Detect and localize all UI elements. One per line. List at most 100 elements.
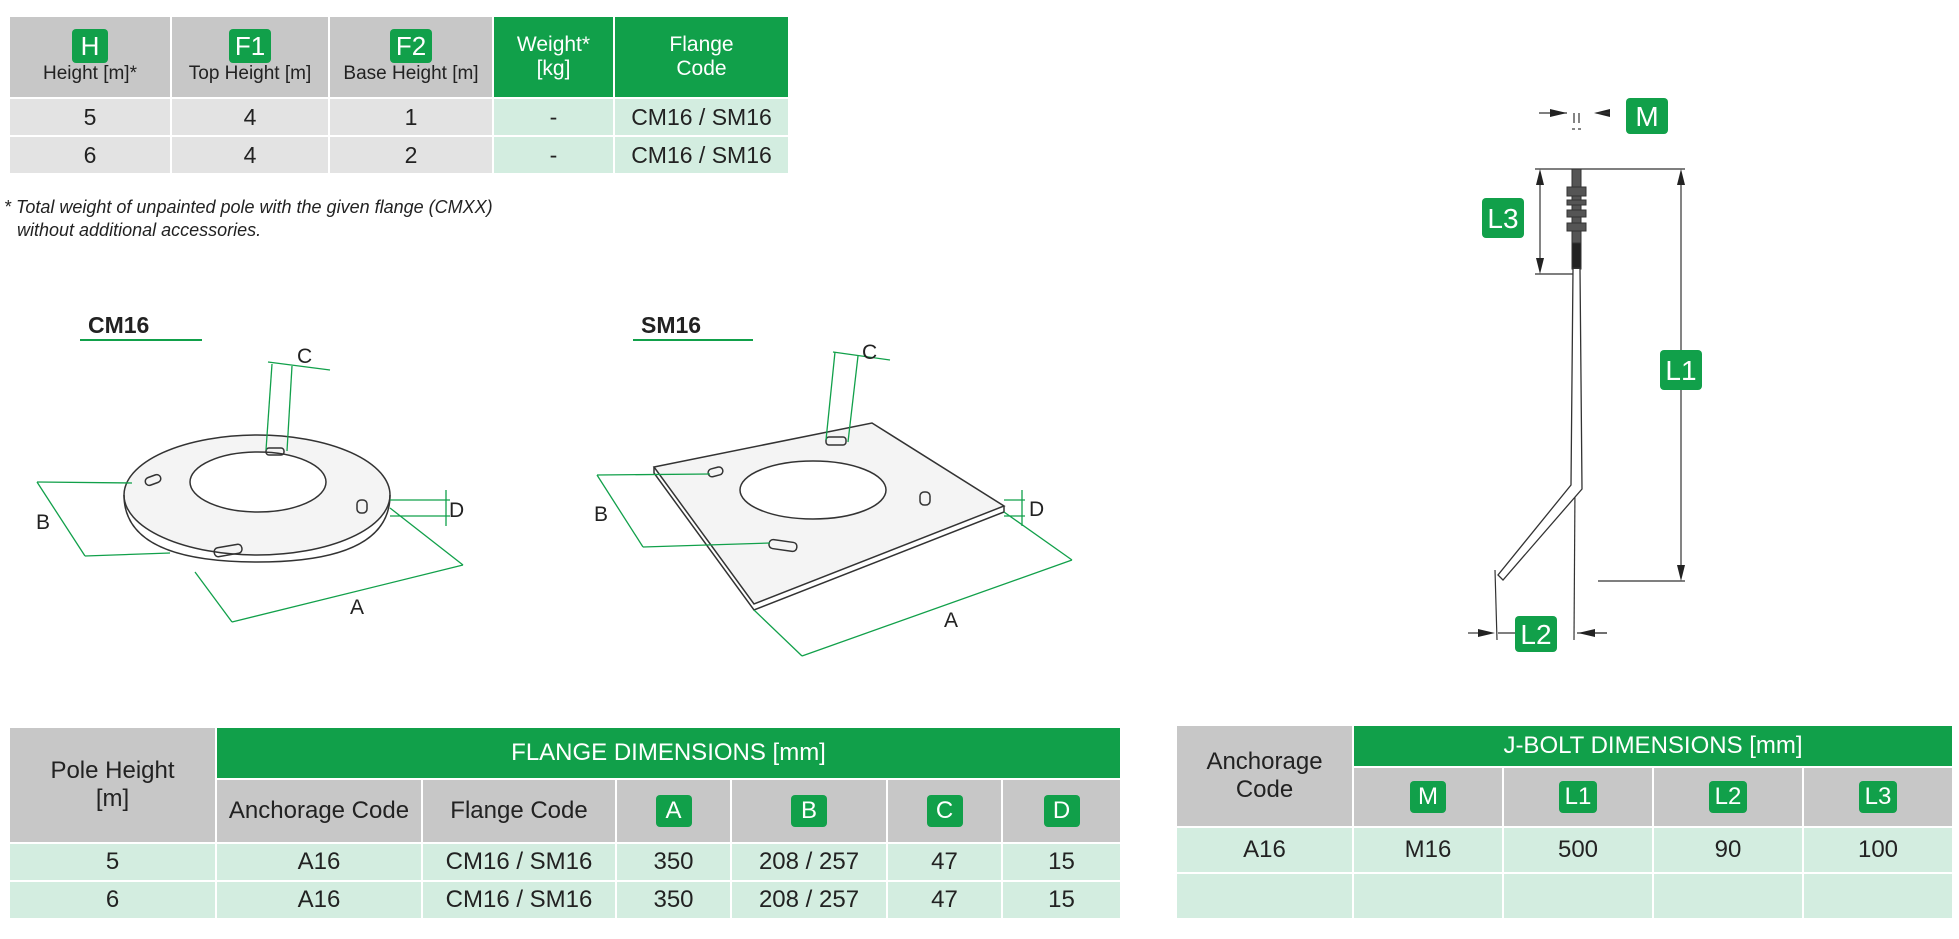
- jbolt-dimensions-table: Anchorage Code J-BOLT DIMENSIONS [mm] M …: [1175, 724, 1955, 920]
- cell: 208 / 257: [730, 880, 888, 920]
- cell: 5: [8, 842, 217, 882]
- header-anchorage-code: Anchorage Code: [1175, 724, 1354, 828]
- table-row: [1175, 872, 1955, 920]
- cell: -: [492, 97, 615, 137]
- sm16-title-underline: [633, 339, 753, 341]
- sm16-flange-drawing: C B D A: [594, 341, 1073, 657]
- cell: 47: [886, 880, 1003, 920]
- cell: 47: [886, 842, 1003, 882]
- header-badge-f2: F2: [389, 29, 433, 63]
- sm16-title: SM16: [641, 312, 702, 338]
- cell: 4: [170, 135, 330, 175]
- header-height-label: Height [m]: [43, 63, 130, 84]
- sm16-label-c: C: [862, 341, 877, 364]
- badge-c: C: [926, 795, 963, 827]
- header-flange-code: Flange Code: [421, 778, 617, 844]
- cell: [1502, 872, 1654, 920]
- header-flange-dimensions: FLANGE DIMENSIONS [mm]: [214, 726, 1123, 780]
- asterisk: *: [129, 63, 137, 84]
- sm16-label-d: D: [1029, 498, 1044, 521]
- cell: CM16 / SM16: [421, 842, 617, 882]
- header-flange-label: Flange: [669, 33, 734, 56]
- header-flange-code: Flange Code: [613, 15, 790, 99]
- header-l1: L1: [1502, 766, 1654, 828]
- table-row: 6 A16 CM16 / SM16 350 208 / 257 47 15: [8, 880, 1123, 920]
- cm16-label-c: C: [297, 345, 312, 368]
- cell: CM16 / SM16: [613, 97, 790, 137]
- cell: 100: [1801, 826, 1955, 874]
- jbolt-label-l1: L1: [1665, 355, 1696, 386]
- jbolt-drawing: M L3 L1 L2: [1468, 98, 1702, 652]
- cell: A16: [215, 880, 423, 920]
- cell: 2: [328, 135, 494, 175]
- badge-m: M: [1410, 781, 1446, 813]
- footnote-line-1: * Total weight of unpainted pole with th…: [4, 197, 493, 217]
- cm16-label-a: A: [350, 596, 364, 619]
- cell: 4: [170, 97, 330, 137]
- header-pole-height: Pole Height [m]: [8, 726, 217, 844]
- cell: 6: [8, 135, 172, 175]
- badge-l1: L1: [1558, 781, 1598, 813]
- header-d: D: [1000, 778, 1123, 844]
- header-weight-label: Weight: [516, 33, 582, 56]
- cell: A16: [215, 842, 423, 882]
- header-a: A: [615, 778, 732, 844]
- cell: -: [492, 135, 615, 175]
- weight-footnote: * Total weight of unpainted pole with th…: [4, 196, 493, 242]
- cell: 208 / 257: [730, 842, 888, 882]
- header-c: C: [886, 778, 1003, 844]
- table-row: 5 A16 CM16 / SM16 350 208 / 257 47 15: [8, 842, 1123, 882]
- cell: [1801, 872, 1955, 920]
- cell: 15: [1000, 880, 1123, 920]
- badge-b: B: [791, 795, 827, 827]
- cell: 1: [328, 97, 494, 137]
- header-l2: L2: [1652, 766, 1804, 828]
- cell: [1652, 872, 1804, 920]
- cell: [1352, 872, 1504, 920]
- badge-d: D: [1043, 795, 1080, 827]
- cell: M16: [1352, 826, 1504, 874]
- header-anchorage-code: Anchorage Code: [215, 778, 423, 844]
- cell: 6: [8, 880, 217, 920]
- sm16-label-a: A: [944, 609, 958, 632]
- cell: 350: [615, 842, 732, 882]
- cell: 350: [615, 880, 732, 920]
- badge-l3: L3: [1858, 781, 1898, 813]
- jbolt-label-l2: L2: [1520, 619, 1551, 650]
- cell: 5: [8, 97, 172, 137]
- cell: CM16 / SM16: [421, 880, 617, 920]
- table-row: A16 M16 500 90 100: [1175, 826, 1955, 874]
- footnote-line-2: without additional accessories.: [17, 220, 262, 240]
- cm16-title-underline: [80, 339, 202, 341]
- header-l3: L3: [1801, 766, 1955, 828]
- header-jbolt-dimensions: J-BOLT DIMENSIONS [mm]: [1351, 724, 1955, 768]
- header-m: M: [1352, 766, 1504, 828]
- cell: [1175, 872, 1354, 920]
- header-height: H Height [m]*: [8, 15, 172, 99]
- cm16-label-d: D: [449, 499, 464, 522]
- header-top-height: F1 Top Height [m]: [170, 15, 330, 99]
- cell: 500: [1502, 826, 1654, 874]
- flange-dimensions-table: Pole Height [m] FLANGE DIMENSIONS [mm] A…: [8, 726, 1123, 920]
- cm16-title: CM16: [88, 312, 150, 338]
- jbolt-label-m: M: [1635, 101, 1658, 132]
- header-base-height: F2 Base Height [m]: [328, 15, 494, 99]
- cell: A16: [1175, 826, 1354, 874]
- header-weight: Weight* [kg]: [492, 15, 615, 99]
- header-badge-h: H: [72, 29, 108, 63]
- sm16-label-b: B: [594, 503, 608, 526]
- pole-height-table: H Height [m]* F1 Top Height [m] F2 Base …: [8, 15, 790, 175]
- cm16-flange-drawing: C B D A: [36, 345, 464, 623]
- header-base-height-label: Base Height [m]: [343, 63, 479, 84]
- cm16-label-b: B: [36, 511, 50, 534]
- table-row: 5 4 1 - CM16 / SM16: [8, 97, 790, 137]
- cell: 90: [1652, 826, 1804, 874]
- cell: 15: [1000, 842, 1123, 882]
- table-row: 6 4 2 - CM16 / SM16: [8, 135, 790, 175]
- header-b: B: [730, 778, 888, 844]
- header-weight-unit: [kg]: [536, 57, 571, 80]
- asterisk: *: [581, 33, 591, 56]
- cell: CM16 / SM16: [613, 135, 790, 175]
- header-top-height-label: Top Height [m]: [188, 63, 312, 84]
- badge-l2: L2: [1708, 781, 1748, 813]
